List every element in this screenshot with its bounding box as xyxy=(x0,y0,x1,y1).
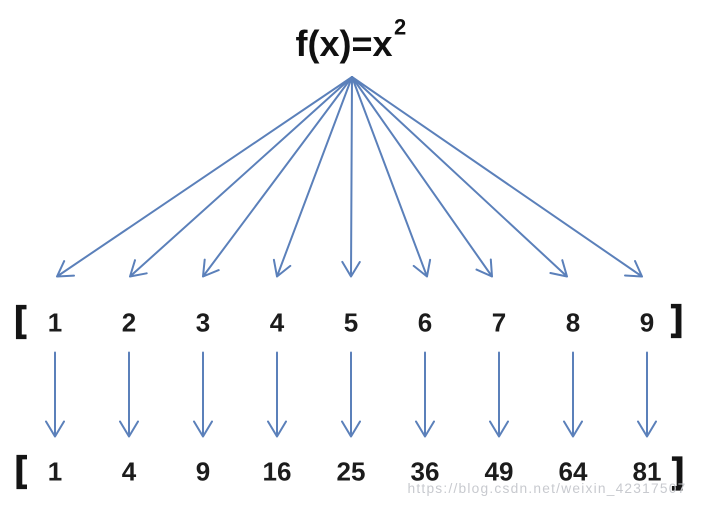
svg-text:49: 49 xyxy=(485,457,514,487)
svg-text:1: 1 xyxy=(48,457,62,487)
svg-text:9: 9 xyxy=(196,457,210,487)
svg-text:7: 7 xyxy=(492,308,506,338)
svg-text:64: 64 xyxy=(559,457,588,487)
svg-text:4: 4 xyxy=(270,308,285,338)
svg-text:5: 5 xyxy=(344,308,358,338)
svg-text:81: 81 xyxy=(633,457,662,487)
svg-text:4: 4 xyxy=(122,457,137,487)
svg-text:]: ] xyxy=(672,452,684,491)
svg-text:3: 3 xyxy=(196,308,210,338)
svg-text:25: 25 xyxy=(337,457,366,487)
svg-text:9: 9 xyxy=(640,308,654,338)
svg-text:1: 1 xyxy=(48,308,62,338)
svg-text:[: [ xyxy=(15,300,27,339)
svg-text:2: 2 xyxy=(122,308,136,338)
svg-text:[: [ xyxy=(15,450,27,489)
svg-text:https://blog.csdn.net/weixin_4: https://blog.csdn.net/weixin_42317507 xyxy=(408,481,687,496)
svg-text:36: 36 xyxy=(411,457,440,487)
svg-text:8: 8 xyxy=(566,308,580,338)
svg-text:6: 6 xyxy=(418,308,432,338)
svg-text:]: ] xyxy=(671,299,683,338)
svg-text:16: 16 xyxy=(263,457,292,487)
svg-text:2: 2 xyxy=(394,15,406,40)
svg-text:f(x)=x: f(x)=x xyxy=(295,23,392,64)
